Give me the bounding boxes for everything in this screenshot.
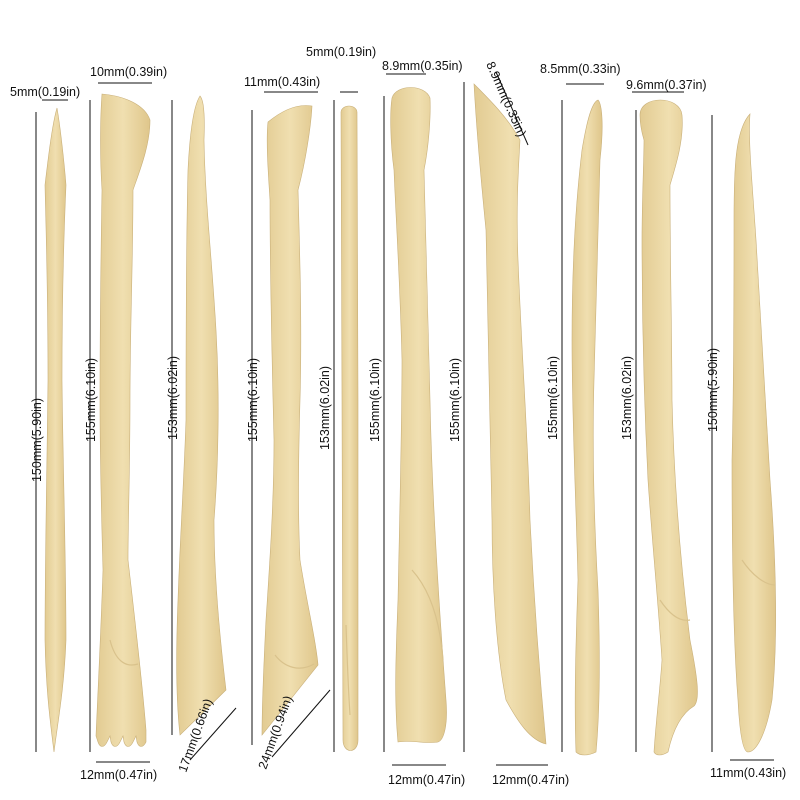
tool-6-bottom-label: 12mm(0.47in) <box>388 773 465 787</box>
tool-1-top-label: 5mm(0.19in) <box>10 85 80 99</box>
tool-2-body <box>95 93 151 747</box>
tool-6-top-label: 8.9mm(0.35in) <box>382 59 463 73</box>
tool-2-comb-groove <box>109 639 139 666</box>
tool-10-body <box>731 113 776 753</box>
tool-5-slot-groove <box>345 624 351 716</box>
tool-7-length-label: 155mm(6.10in) <box>448 358 462 442</box>
tool-4-blade-groove <box>274 654 315 669</box>
tool-1-length-label: 150mm(5.90in) <box>30 398 44 482</box>
tool-3-bottom-dim-line <box>189 707 237 761</box>
tool-9-length-label: 153mm(6.02in) <box>620 356 634 440</box>
tool-10-blade-groove <box>741 559 776 586</box>
tool-10-bottom-label: 11mm(0.43in) <box>710 766 786 780</box>
tool-1: 5mm(0.19in) 150mm(5.90in) <box>10 85 80 753</box>
tool-4-bottom-dim-line <box>271 689 331 758</box>
tool-6-blade-groove <box>411 569 444 661</box>
tool-2-top-label: 10mm(0.39in) <box>90 65 167 79</box>
tool-8-body <box>571 99 603 756</box>
tool-3-length-label: 153mm(6.02in) <box>166 356 180 440</box>
tool-9: 9.6mm(0.37in) 153mm(6.02in) <box>620 78 707 756</box>
tool-10: 150mm(5.90in) 11mm(0.43in) <box>706 113 786 780</box>
tool-5-body <box>340 105 359 751</box>
tool-4-body <box>261 105 319 736</box>
tool-5-length-label: 153mm(6.02in) <box>318 366 332 450</box>
tool-4-top-label: 11mm(0.43in) <box>244 75 320 89</box>
tool-10-length-label: 150mm(5.90in) <box>706 348 720 432</box>
tool-8-top-label: 8.5mm(0.33in) <box>540 62 621 76</box>
tool-8: 8.5mm(0.33in) 155mm(6.10in) <box>540 62 621 756</box>
tool-2: 10mm(0.39in) 155mm(6.10in) 12mm(0.47in) <box>80 65 167 782</box>
tool-9-tip-groove <box>659 599 691 621</box>
tool-7-top-dim-line <box>495 71 529 146</box>
tool-5-top-label: 5mm(0.19in) <box>306 45 376 59</box>
tool-3: 153mm(6.02in) 17mm(0.66in) <box>166 95 237 774</box>
tool-2-length-label: 155mm(6.10in) <box>84 358 98 442</box>
tool-6: 8.9mm(0.35in) 155mm(6.10in) 12mm(0.47in) <box>368 59 465 787</box>
tool-2-bottom-label: 12mm(0.47in) <box>80 768 157 782</box>
tool-7-bottom-label: 12mm(0.47in) <box>492 773 569 787</box>
tool-3-body <box>176 95 227 736</box>
tool-1-body <box>44 107 67 753</box>
tool-9-top-label: 9.6mm(0.37in) <box>626 78 707 92</box>
tool-9-body <box>639 99 698 756</box>
tool-5: 5mm(0.19in) 153mm(6.02in) <box>306 45 376 752</box>
tool-8-length-label: 155mm(6.10in) <box>546 356 560 440</box>
tool-6-body <box>390 87 447 743</box>
tool-4-length-label: 155mm(6.10in) <box>246 358 260 442</box>
tool-6-length-label: 155mm(6.10in) <box>368 358 382 442</box>
tool-7-body <box>473 83 547 745</box>
